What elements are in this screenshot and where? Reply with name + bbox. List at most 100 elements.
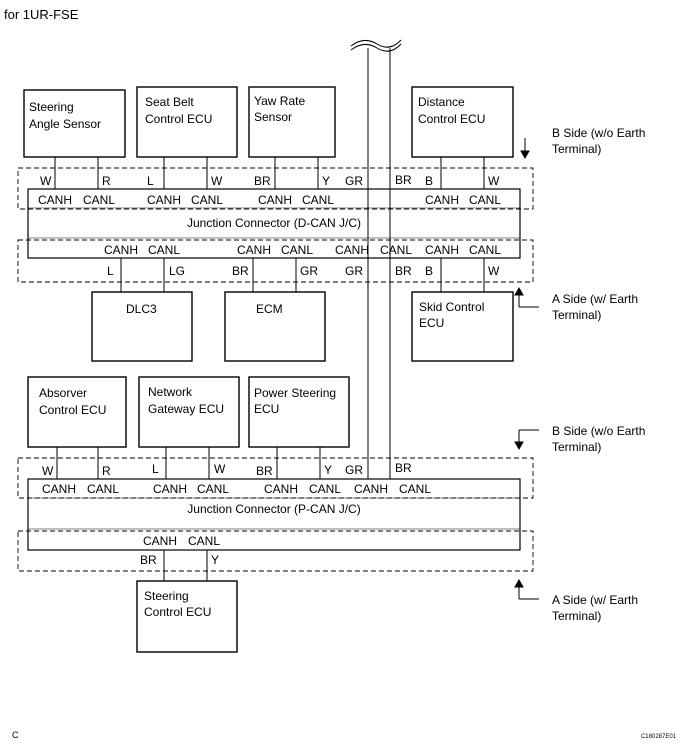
dcan-bottom-wire-color: B [425,264,433,278]
pcan-top-pin: CANH [264,482,298,496]
dcan-top-wire-color: W [211,174,223,188]
steering-control-ecu-label-2: Control ECU [144,605,211,619]
pcan-junction-title: Junction Connector (P-CAN J/C) [187,502,360,516]
dcan-bottom-wire-color: BR [232,264,249,278]
pcan-top-wire-color: Y [324,463,332,477]
engine-label: for 1UR-FSE [4,7,79,22]
dcan-top-pin: CANL [469,193,501,207]
dcan-side-indicators [514,138,539,308]
pcan-a-side-zone [17,530,534,572]
yaw-rate-sensor-box [248,86,336,158]
dcan-top-wire-color: B [425,174,433,188]
distance-ecu-box [411,86,514,158]
pcan-top-wire-color: BR [256,464,273,478]
dcan-junction-connector [27,188,521,259]
dcan-top-pin: CANL [191,193,223,207]
pcan-top-pin: CANL [399,482,431,496]
trunk-lines [350,39,402,479]
power-steering-ecu-box [248,376,350,448]
page-letter: C [12,730,19,740]
pcan-side-indicators [514,429,539,600]
dcan-a-side-label-2: Terminal) [552,308,601,322]
figure-code: C180287E01 [641,734,677,740]
yaw-rate-sensor-label-1: Yaw Rate [254,94,305,108]
pcan-bottom-wire-color: Y [211,553,219,567]
pcan-top-wire-color: W [42,464,54,478]
absorver-ecu-label-1: Absorver [39,386,87,400]
distance-ecu-label-1: Distance [418,95,465,109]
dcan-bottom-wire-color: BR [395,264,412,278]
dcan-top-wire-color: Y [322,174,330,188]
gateway-ecu-label-1: Network [148,385,193,399]
pcan-top-wire-color: BR [395,461,412,475]
dcan-top-pin: CANH [258,193,292,207]
pcan-top-pin: CANH [153,482,187,496]
seat-belt-ecu-label-2: Control ECU [145,112,212,126]
pcan-top-pin: CANL [197,482,229,496]
dcan-bottom-wire-color: W [488,264,500,278]
dcan-b-side-label-1: B Side (w/o Earth [552,126,645,140]
dlc3-box [91,291,193,362]
dcan-bottom-wire-color: LG [169,264,185,278]
dcan-bottom-pin: CANL [469,243,501,257]
pcan-b-side-zone [17,457,534,499]
dcan-bottom-pin: CANH [335,243,369,257]
dcan-bottom-pin: CANL [281,243,313,257]
ecm-box [224,291,326,362]
skid-control-ecu-box [411,291,514,362]
dcan-top-pin: CANL [83,193,115,207]
ecm-label: ECM [256,302,283,316]
gateway-ecu-box [138,376,240,448]
dcan-top-pin: CANH [425,193,459,207]
pcan-top-wire-color: L [152,462,159,476]
pcan-bottom-pin: CANL [188,534,220,548]
dcan-top-wire-color: GR [345,174,363,188]
pcan-top-wire-color: GR [345,463,363,477]
pcan-bottom-wire-color: BR [140,553,157,567]
dcan-b-side-label-2: Terminal) [552,142,601,156]
dcan-top-wire-color: R [102,174,111,188]
pcan-top-pin: CANL [87,482,119,496]
skid-control-ecu-label-2: ECU [419,316,444,330]
pcan-b-side-label-1: B Side (w/o Earth [552,424,645,438]
distance-ecu-label-2: Control ECU [418,112,485,126]
dcan-bottom-pin: CANH [237,243,271,257]
pcan-top-wire-color: R [102,464,111,478]
pcan-top-pin: CANH [42,482,76,496]
pcan-top-pin: CANH [354,482,388,496]
pcan-section [17,376,534,653]
absorver-ecu-label-2: Control ECU [39,403,106,417]
pcan-top-pin: CANL [309,482,341,496]
dcan-top-wire-color: BR [254,174,271,188]
seat-belt-ecu-box [136,86,238,158]
dcan-top-wire-color: L [147,174,154,188]
steering-angle-sensor-box [23,89,126,158]
dcan-a-side-zone [17,239,534,283]
dcan-top-wire-color: W [488,174,500,188]
dcan-top-wire-color: BR [395,173,412,187]
dcan-bottom-pin: CANH [104,243,138,257]
dcan-junction-title: Junction Connector (D-CAN J/C) [187,216,361,230]
pcan-top-wire-color: W [214,462,226,476]
pcan-bottom-pin: CANH [143,534,177,548]
dcan-top-wire-color: W [40,174,52,188]
dlc3-label: DLC3 [126,302,157,316]
dcan-top-pin: CANL [302,193,334,207]
steering-angle-sensor-label-2: Angle Sensor [29,117,101,131]
dcan-bottom-pin: CANH [425,243,459,257]
steering-control-ecu-box [136,580,238,653]
dcan-bottom-pin: CANL [148,243,180,257]
pcan-b-side-label-2: Terminal) [552,440,601,454]
dcan-bottom-wire-color: GR [345,264,363,278]
dcan-top-pin: CANH [38,193,72,207]
seat-belt-ecu-label-1: Seat Belt [145,95,194,109]
dcan-bottom-wire-color: GR [300,264,318,278]
absorver-ecu-box [27,376,127,448]
power-steering-ecu-label-2: ECU [254,402,279,416]
pcan-a-side-label-1: A Side (w/ Earth [552,593,638,607]
power-steering-ecu-label-1: Power Steering [254,386,336,400]
steering-control-ecu-label-1: Steering [144,589,189,603]
dcan-bottom-pin: CANL [380,243,412,257]
pcan-junction-connector [27,478,521,551]
